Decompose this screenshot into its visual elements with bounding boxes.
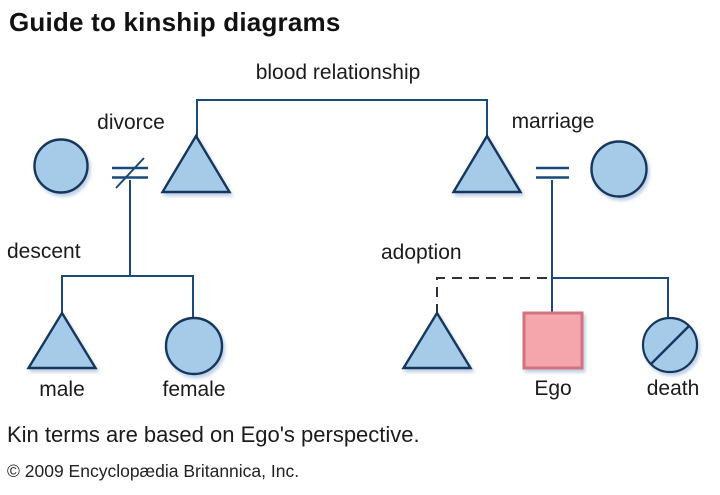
male-triangle-divorced — [160, 133, 232, 194]
male-triangle-legend — [26, 310, 98, 370]
marriage-equals-symbol — [536, 166, 569, 179]
divorce-equals-symbol — [112, 157, 148, 189]
death-symbol — [641, 316, 699, 374]
label-descent: descent — [7, 240, 81, 263]
label-marriage: marriage — [511, 110, 595, 133]
blood-relationship-bracket — [196, 99, 488, 138]
death-connector — [552, 277, 669, 319]
label-ego: Ego — [534, 377, 572, 400]
label-death: death — [646, 377, 700, 400]
divorce-slash — [115, 157, 145, 189]
page-title: Guide to kinship diagrams — [9, 7, 341, 37]
female-circle-divorced — [33, 138, 89, 194]
adoption-triangle — [401, 310, 473, 370]
death-slash — [650, 325, 690, 365]
male-triangle-married — [451, 133, 523, 194]
copyright-line: © 2009 Encyclopædia Britannica, Inc. — [7, 461, 300, 481]
label-male: male — [39, 378, 85, 401]
adoption-dashed-connector — [436, 277, 551, 314]
label-divorce: divorce — [97, 111, 165, 134]
label-blood-relationship: blood relationship — [255, 61, 421, 84]
kin-terms-note: Kin terms are based on Ego's perspective… — [7, 422, 420, 447]
female-circle-legend — [164, 316, 224, 376]
female-circle-married — [590, 140, 648, 198]
label-adoption: adoption — [381, 241, 462, 264]
sibling-bracket-left — [61, 275, 194, 319]
ego-square — [522, 311, 584, 370]
label-female: female — [162, 378, 226, 401]
